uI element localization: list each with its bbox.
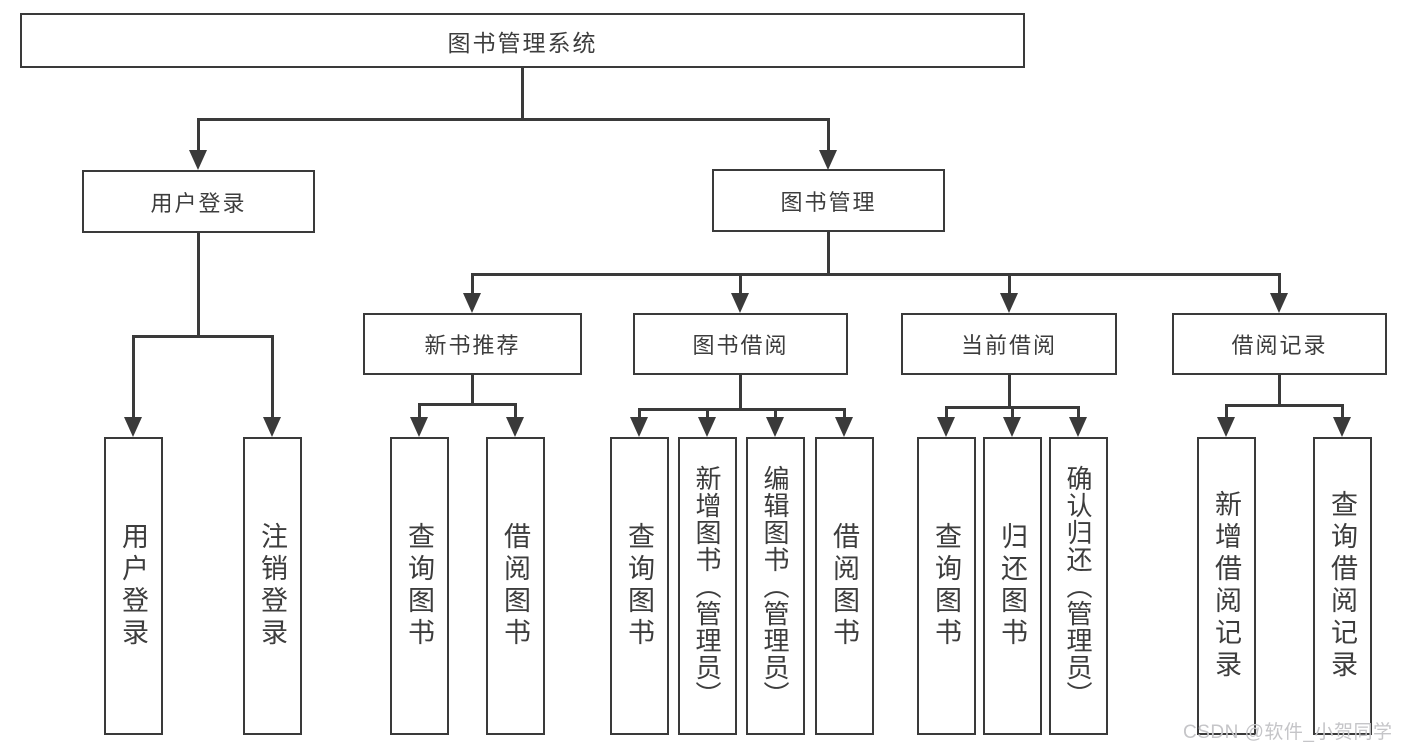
leaf-records-add-record: 新增借阅记录 bbox=[1197, 437, 1256, 735]
arrow-down-icon bbox=[263, 417, 281, 437]
connector-user-login-bar bbox=[132, 335, 274, 338]
connector-newbook-c2 bbox=[514, 403, 517, 420]
arrow-down-icon bbox=[506, 417, 524, 437]
arrow-down-icon bbox=[1003, 417, 1021, 437]
arrow-down-icon bbox=[463, 293, 481, 313]
arrow-down-icon bbox=[937, 417, 955, 437]
connector-newbook-bar bbox=[418, 403, 517, 406]
leaf-current-query-books: 查询图书 bbox=[917, 437, 976, 735]
node-new-book-recommendation: 新书推荐 bbox=[363, 313, 582, 375]
leaf-borrow-borrow-books: 借阅图书 bbox=[815, 437, 874, 735]
connector-book-mgmt-bar bbox=[471, 273, 1281, 276]
arrow-down-icon bbox=[835, 417, 853, 437]
connector-borrow-c2 bbox=[706, 408, 709, 420]
arrow-down-icon bbox=[766, 417, 784, 437]
connector-root-bar bbox=[197, 118, 830, 121]
connector-to-leaf-logout bbox=[271, 335, 274, 420]
connector-to-book-borrow bbox=[739, 273, 742, 296]
connector-to-borrow-records bbox=[1278, 273, 1281, 296]
leaf-current-confirm-return-admin: 确认归还（管理员） bbox=[1049, 437, 1108, 735]
connector-borrow-c3 bbox=[774, 408, 777, 420]
connector-records-bar bbox=[1225, 404, 1344, 407]
connector-newbook-c1 bbox=[418, 403, 421, 420]
arrow-down-icon bbox=[1217, 417, 1235, 437]
node-borrowing-records: 借阅记录 bbox=[1172, 313, 1387, 375]
connector-borrow-c4 bbox=[843, 408, 846, 420]
connector-borrow-bar bbox=[638, 408, 846, 411]
connector-records-stem bbox=[1278, 374, 1281, 406]
leaf-user-login: 用户登录 bbox=[104, 437, 163, 735]
csdn-watermark: CSDN @软件_小贺同学 bbox=[1183, 722, 1393, 743]
node-book-borrowing: 图书借阅 bbox=[633, 313, 848, 375]
connector-to-book-management bbox=[827, 118, 830, 154]
connector-newbook-stem bbox=[471, 374, 474, 405]
node-library-management-system: 图书管理系统 bbox=[20, 13, 1025, 68]
arrow-down-icon bbox=[819, 150, 837, 170]
connector-current-c3 bbox=[1077, 406, 1080, 420]
connector-current-stem bbox=[1008, 374, 1011, 408]
arrow-down-icon bbox=[1000, 293, 1018, 313]
arrow-down-icon bbox=[124, 417, 142, 437]
leaf-current-return-books: 归还图书 bbox=[983, 437, 1042, 735]
connector-book-mgmt-stem bbox=[827, 231, 830, 275]
leaf-borrow-edit-books-admin: 编辑图书（管理员） bbox=[746, 437, 805, 735]
leaf-logout: 注销登录 bbox=[243, 437, 302, 735]
arrow-down-icon bbox=[698, 417, 716, 437]
connector-borrow-stem bbox=[739, 374, 742, 410]
connector-records-c1 bbox=[1225, 404, 1228, 420]
connector-records-c2 bbox=[1341, 404, 1344, 420]
connector-user-login-stem bbox=[197, 232, 200, 337]
arrow-down-icon bbox=[410, 417, 428, 437]
node-book-management: 图书管理 bbox=[712, 169, 945, 232]
connector-to-new-book bbox=[471, 273, 474, 296]
arrow-down-icon bbox=[1069, 417, 1087, 437]
leaf-newrec-borrow-books: 借阅图书 bbox=[486, 437, 545, 735]
leaf-newrec-query-books: 查询图书 bbox=[390, 437, 449, 735]
connector-to-leaf-user-login bbox=[132, 335, 135, 420]
connector-root-stem bbox=[521, 68, 524, 120]
arrow-down-icon bbox=[731, 293, 749, 313]
arrow-down-icon bbox=[1270, 293, 1288, 313]
leaf-borrow-query-books: 查询图书 bbox=[610, 437, 669, 735]
arrow-down-icon bbox=[630, 417, 648, 437]
connector-to-user-login bbox=[197, 118, 200, 154]
connector-borrow-c1 bbox=[638, 408, 641, 420]
node-current-borrowing: 当前借阅 bbox=[901, 313, 1117, 375]
connector-current-c2 bbox=[1011, 406, 1014, 420]
connector-to-current-borrow bbox=[1008, 273, 1011, 296]
connector-current-c1 bbox=[945, 406, 948, 420]
arrow-down-icon bbox=[1333, 417, 1351, 437]
arrow-down-icon bbox=[189, 150, 207, 170]
leaf-records-query-record: 查询借阅记录 bbox=[1313, 437, 1372, 735]
node-user-login: 用户登录 bbox=[82, 170, 315, 233]
leaf-borrow-add-books-admin: 新增图书（管理员） bbox=[678, 437, 737, 735]
